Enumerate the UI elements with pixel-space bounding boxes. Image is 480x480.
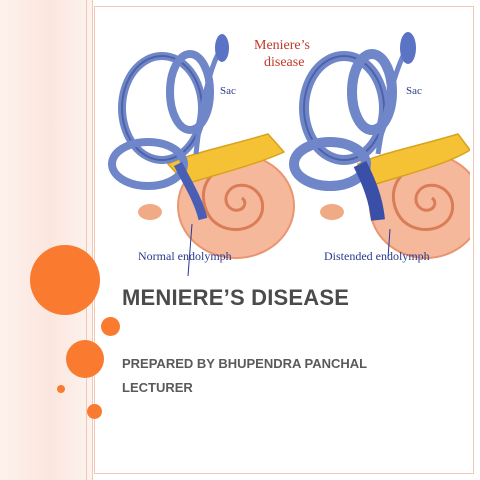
- decorative-circle-large: [30, 245, 100, 315]
- decorative-circle-tiny: [57, 385, 65, 393]
- slide-frame: [94, 6, 474, 474]
- decorative-side-panel: [0, 0, 92, 480]
- decorative-circle-small: [101, 317, 120, 336]
- slide-title: MENIERE’S DISEASE: [122, 285, 350, 310]
- sac-label-left: Sac: [220, 85, 236, 97]
- sac-label-right: Sac: [406, 85, 422, 97]
- divider-line: [92, 0, 93, 480]
- distended-ear-illustration: [289, 32, 470, 259]
- caption-normal-endolymph: Normal endolymph: [138, 249, 232, 263]
- slide-subtitle: PREPARED BY BHUPENDRA PANCHAL: [122, 356, 368, 371]
- inner-ear-diagram: Meniere’s disease Sac Sac Normal endolym…: [108, 32, 470, 276]
- diagram-heading: disease: [264, 55, 304, 70]
- diagram-heading: Meniere’s: [254, 38, 310, 53]
- normal-ear-illustration: [108, 34, 295, 276]
- divider-line: [86, 0, 87, 480]
- decorative-circle-small: [87, 404, 102, 419]
- decorative-circle-medium: [66, 340, 104, 378]
- slide-subtitle: LECTURER: [122, 380, 193, 395]
- caption-distended-endolymph: Distended endolymph: [324, 249, 430, 263]
